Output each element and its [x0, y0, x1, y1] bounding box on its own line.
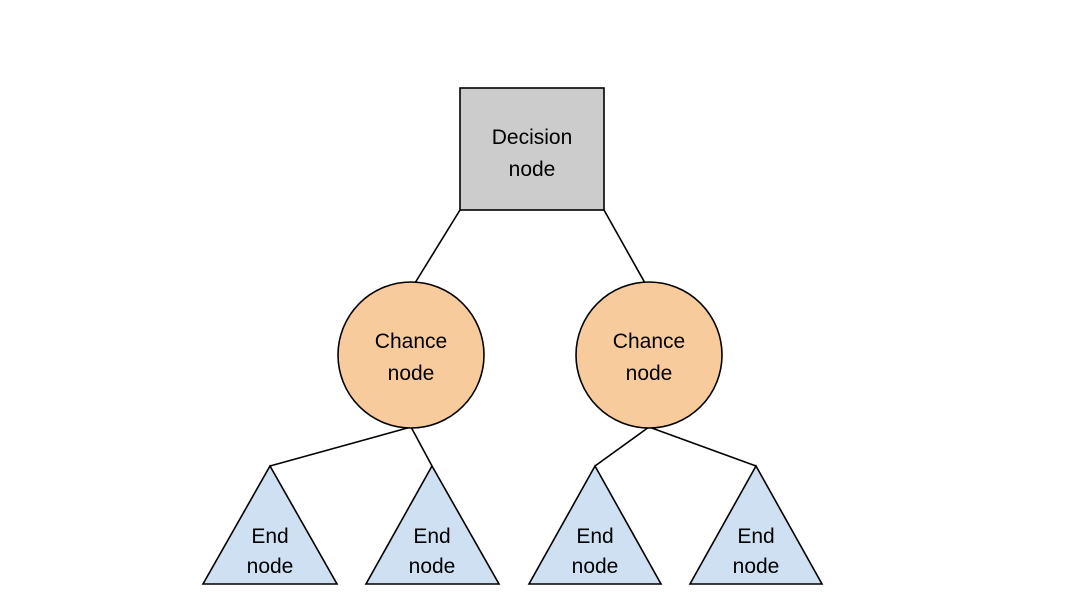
end-node-4-shape[interactable] — [688, 464, 824, 585]
chance-node-right-shape[interactable] — [575, 281, 723, 429]
edge-chance-left-to-end-node-1 — [269, 426, 412, 467]
end-node-1[interactable]: End node — [201, 464, 339, 585]
chance-node-right-label-line2: node — [626, 362, 673, 385]
end-node-3-label-line2: node — [572, 555, 619, 578]
chance-node-left-label-line2: node — [388, 362, 435, 385]
end-node-1-shape[interactable] — [201, 464, 339, 585]
end-node-2[interactable]: End node — [364, 464, 501, 585]
edge-chance-right-to-end-node-3 — [594, 426, 650, 467]
decision-node-shape[interactable] — [459, 87, 605, 211]
end-node-3-shape[interactable] — [527, 464, 663, 585]
end-node-3-label-line1: End — [576, 525, 613, 548]
end-node-2-label-line2: node — [409, 555, 456, 578]
decision-node-label-line1: Decision — [492, 126, 573, 149]
chance-node-right-label-line1: Chance — [613, 330, 685, 353]
end-node-1-label-line2: node — [247, 555, 294, 578]
chance-node-left-label-line1: Chance — [375, 330, 447, 353]
chance-node-right[interactable]: Chance node — [575, 281, 723, 429]
decision-node[interactable]: Decision node — [459, 87, 605, 211]
decision-node-label-line2: node — [509, 158, 556, 181]
chance-node-left-shape[interactable] — [337, 281, 485, 429]
end-node-1-label-line1: End — [251, 525, 288, 548]
chance-node-left[interactable]: Chance node — [337, 281, 485, 429]
edge-chance-left-to-end-node-2 — [410, 426, 433, 467]
end-node-2-shape[interactable] — [364, 464, 501, 585]
edge-chance-right-to-end-node-4 — [648, 426, 757, 467]
end-node-4[interactable]: End node — [688, 464, 824, 585]
end-node-4-label-line2: node — [733, 555, 780, 578]
edge-decision-to-chance-right — [603, 209, 646, 284]
edge-decision-to-chance-left — [414, 209, 461, 284]
end-node-2-label-line1: End — [413, 525, 450, 548]
end-node-3[interactable]: End node — [527, 464, 663, 585]
end-node-4-label-line1: End — [737, 525, 774, 548]
